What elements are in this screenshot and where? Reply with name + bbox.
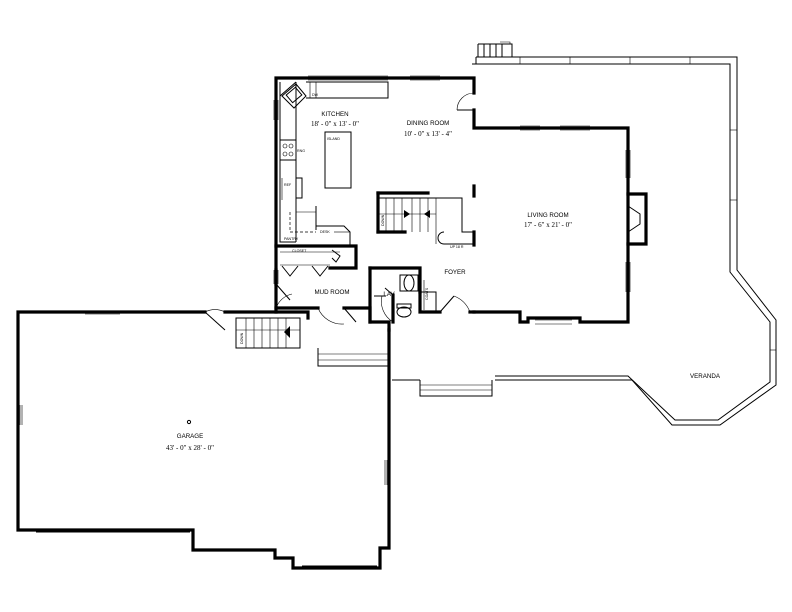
house-walls bbox=[274, 76, 648, 332]
main-stair bbox=[378, 197, 474, 245]
garage-walls bbox=[16, 309, 391, 570]
rng-label: RNG bbox=[297, 149, 305, 153]
kitchen-label: KITCHEN bbox=[321, 111, 348, 118]
door-swings bbox=[275, 92, 475, 325]
mud-room-label: MUD ROOM bbox=[314, 289, 349, 296]
pantry-label: PANTRY bbox=[284, 237, 299, 241]
foyer-label: FOYER bbox=[444, 269, 466, 276]
windows bbox=[273, 75, 631, 325]
coats-closet bbox=[420, 280, 437, 312]
living-room-label: LIVING ROOM bbox=[527, 212, 568, 219]
desk-label: DESK bbox=[320, 230, 330, 234]
pantry-desk bbox=[280, 206, 351, 263]
garage-stair bbox=[235, 317, 301, 349]
garage-label: GARAGE bbox=[177, 433, 203, 440]
dw-label: DW bbox=[312, 93, 319, 97]
lav-fixtures bbox=[374, 274, 419, 318]
lav-label: LAV bbox=[383, 291, 395, 298]
up-stair-label: UP 18 R bbox=[450, 245, 464, 249]
kitchen-island bbox=[324, 131, 352, 189]
ref-label: REF bbox=[284, 183, 292, 187]
down-garage-label: DOWN bbox=[240, 332, 244, 344]
dining-room-label: DINING ROOM bbox=[407, 120, 450, 127]
kitchen-size: 18' - 0" x 13' - 0" bbox=[311, 120, 359, 128]
mud-room-closet bbox=[280, 264, 330, 277]
veranda-outline bbox=[392, 41, 777, 426]
coats-label: COATS bbox=[425, 287, 429, 300]
dining-room-size: 10' - 0" x 13' - 4" bbox=[404, 130, 452, 138]
down-main-label: DOWN bbox=[381, 214, 385, 226]
veranda-label: VERANDA bbox=[690, 373, 721, 380]
mud-room-steps bbox=[317, 348, 389, 367]
living-room-size: 17' - 6" x 21' - 0" bbox=[524, 221, 572, 229]
island-label: ISLAND bbox=[327, 137, 340, 141]
kitchen-counters bbox=[279, 81, 389, 243]
garage-size: 43' - 0" x 28' - 0" bbox=[166, 444, 214, 452]
closet-label: CLOSET bbox=[292, 249, 307, 253]
